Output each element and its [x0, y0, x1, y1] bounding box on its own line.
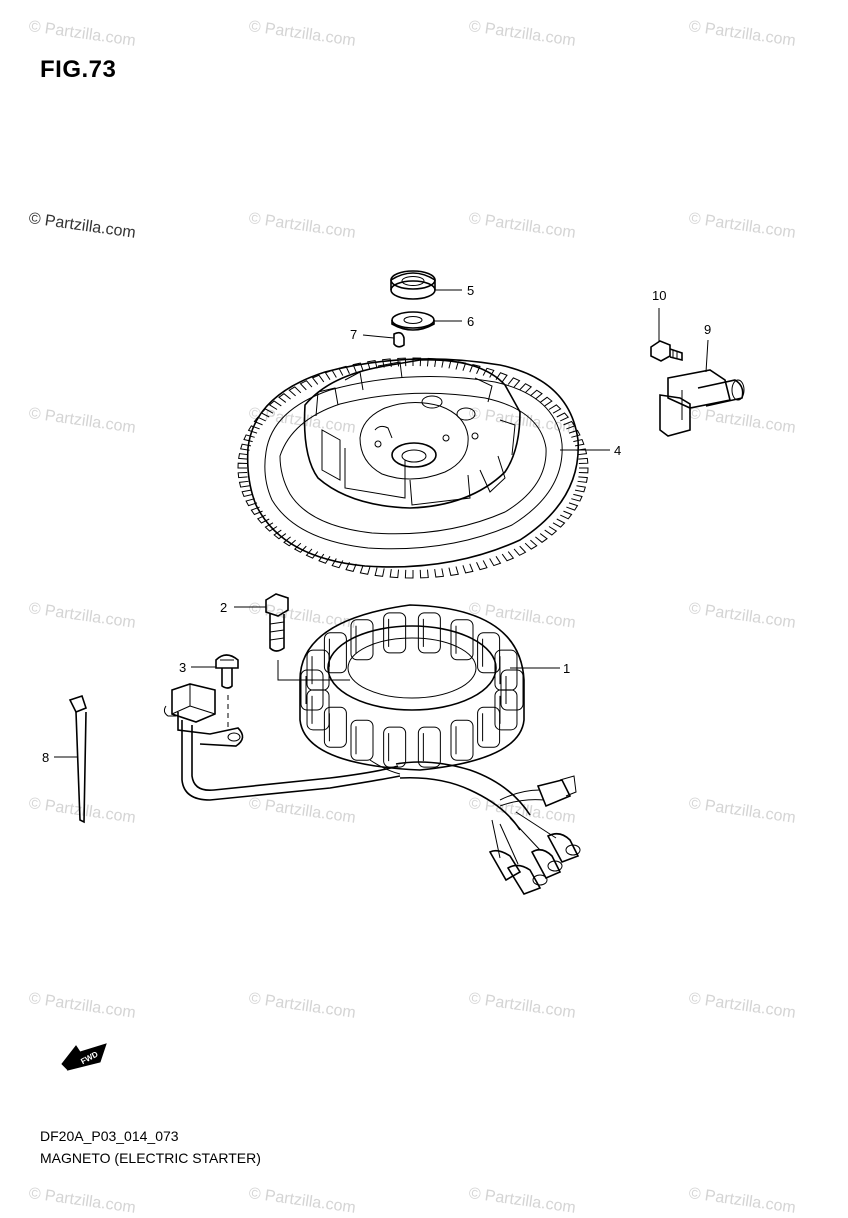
gear-tooth: [241, 489, 253, 498]
gear-tooth: [268, 400, 282, 410]
gear-tooth: [519, 383, 533, 394]
gear-tooth: [501, 551, 515, 562]
callout-9: 9: [704, 322, 711, 337]
stator-coil: [450, 719, 474, 761]
stator-coil: [450, 619, 474, 661]
gear-tooth: [238, 453, 249, 460]
part-cable-tie[interactable]: [68, 694, 87, 824]
gear-tooth: [574, 485, 586, 493]
gear-tooth: [311, 374, 325, 385]
callout-7: 7: [350, 327, 357, 342]
gear-tooth: [288, 386, 302, 397]
part-stator[interactable]: [299, 604, 525, 771]
gear-tooth: [495, 372, 508, 383]
gear-tooth: [240, 443, 252, 451]
gear-tooth: [273, 529, 287, 540]
gear-tooth: [578, 467, 589, 474]
gear-tooth: [577, 476, 588, 483]
gear-tooth: [548, 404, 562, 414]
gear-tooth: [563, 420, 576, 430]
gear-tooth: [237, 471, 248, 479]
gear-tooth: [299, 380, 313, 391]
part-washer[interactable]: [391, 311, 435, 331]
gear-tooth: [245, 498, 258, 507]
gear-tooth: [462, 563, 474, 574]
gear-tooth: [404, 569, 414, 579]
gear-tooth: [476, 560, 488, 571]
gear-tooth: [419, 569, 429, 579]
callout-8: 8: [42, 750, 49, 765]
gear-tooth: [359, 565, 371, 575]
figure-caption: MAGNETO (ELECTRIC STARTER): [40, 1150, 261, 1166]
stator-coil: [323, 706, 347, 748]
stator-coil: [477, 632, 501, 674]
part-bolt-sensor[interactable]: [650, 340, 683, 362]
gear-tooth: [556, 412, 570, 422]
callout-6: 6: [467, 314, 474, 329]
fwd-arrow-icon: FWD: [61, 1043, 107, 1071]
stator-coil: [306, 649, 330, 691]
gear-tooth: [448, 566, 459, 576]
gear-tooth: [530, 389, 543, 400]
gear-tooth: [524, 539, 538, 550]
gear-tooth: [345, 562, 357, 572]
callout-1: 1: [563, 661, 570, 676]
callout-2: 2: [220, 600, 227, 615]
gear-tooth: [283, 536, 296, 547]
callout-3: 3: [179, 660, 186, 675]
gear-tooth: [560, 510, 573, 520]
gear-tooth: [238, 480, 250, 488]
part-pulser-sensor[interactable]: [659, 369, 745, 437]
stator-coil: [383, 726, 407, 768]
gear-tooth: [578, 457, 589, 465]
gear-tooth: [507, 377, 521, 388]
gear-tooth: [293, 542, 307, 553]
gear-tooth: [434, 568, 444, 578]
gear-tooth: [535, 533, 548, 543]
gear-tooth: [374, 567, 385, 577]
gear-tooth: [250, 506, 263, 516]
figure-code: DF20A_P03_014_073: [40, 1128, 179, 1144]
gear-tooth: [539, 396, 553, 407]
stator-coil: [383, 612, 407, 654]
figure-title: FIG.73: [40, 56, 117, 83]
gear-tooth: [253, 416, 266, 426]
stator-coil: [350, 719, 374, 761]
gear-tooth: [544, 526, 558, 536]
stator-coil: [350, 619, 374, 661]
gear-tooth: [389, 569, 400, 579]
gear-tooth: [469, 364, 481, 374]
gear-tooth: [382, 358, 392, 368]
gear-tooth: [247, 425, 260, 434]
gear-tooth: [552, 518, 566, 528]
gear-tooth: [352, 362, 364, 373]
part-screw[interactable]: [215, 654, 239, 689]
stator-coil: [323, 632, 347, 674]
part-flywheel[interactable]: [237, 357, 589, 579]
stator-coil: [494, 649, 518, 691]
gear-tooth: [237, 462, 248, 469]
part-nut[interactable]: [390, 270, 436, 300]
part-harness[interactable]: [163, 683, 581, 895]
stator-coil: [417, 612, 441, 654]
gear-tooth: [367, 360, 378, 370]
part-bolt-stator[interactable]: [265, 593, 289, 652]
gear-tooth: [568, 429, 581, 438]
gear-tooth: [278, 393, 291, 403]
gear-tooth: [489, 556, 502, 567]
callout-4: 4: [614, 443, 621, 458]
callout-5: 5: [467, 283, 474, 298]
stator-coil: [417, 726, 441, 768]
stator-coil: [477, 706, 501, 748]
gear-tooth: [331, 558, 344, 569]
gear-tooth: [571, 493, 583, 502]
gear-tooth: [566, 502, 579, 511]
part-key[interactable]: [393, 331, 405, 348]
callout-10: 10: [652, 288, 666, 303]
gear-tooth: [513, 545, 527, 556]
